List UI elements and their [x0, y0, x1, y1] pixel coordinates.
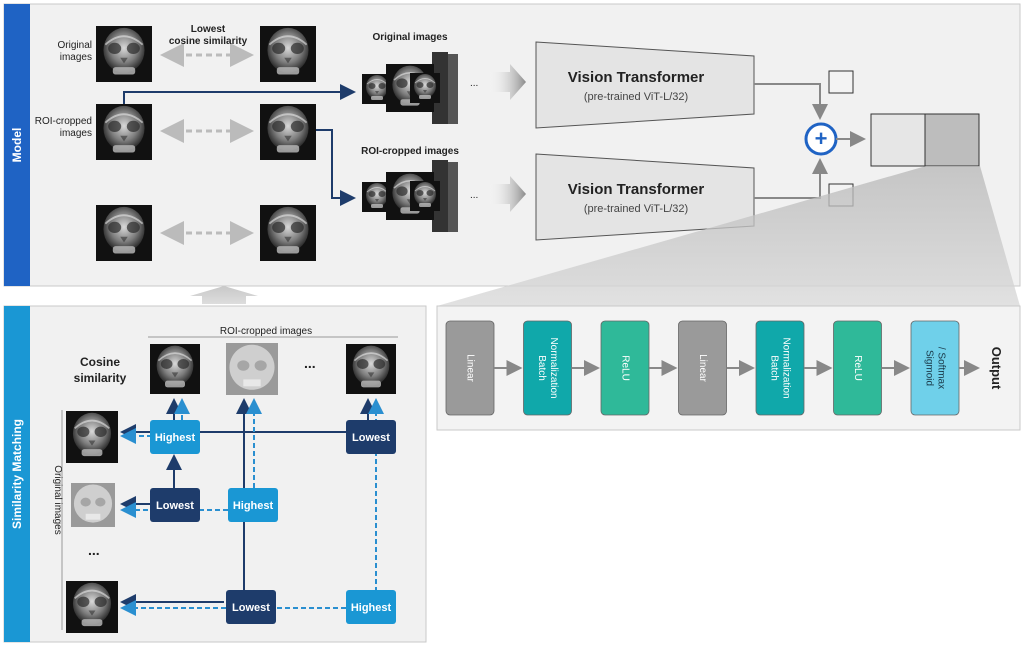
original-image-stack [362, 52, 458, 124]
matching-roi-3 [346, 343, 396, 395]
roi-to-roi-stack-arrow [316, 129, 356, 206]
embedding-top [828, 70, 854, 94]
badge-3 [150, 488, 200, 522]
roi-to-original-stack-arrow [123, 84, 356, 104]
badge-label-4: Highest [233, 500, 274, 512]
roi-cropped-line1: ROI-cropped [35, 116, 92, 127]
plus-symbol: + [815, 126, 828, 151]
zoom-beam [437, 166, 1020, 306]
concat-block-right [924, 113, 980, 167]
xray-original-2 [260, 26, 316, 82]
roi-image-stack [362, 160, 458, 232]
roi-cropped-line2: images [60, 128, 92, 139]
vision-transformer-top [535, 41, 755, 129]
mlp-layer-label-3-1: ReLU [619, 355, 630, 381]
vt-bottom-subtitle: (pre-trained ViT-L/32) [584, 203, 688, 215]
mlp-layer-label-7-1: Sigmoid [923, 350, 934, 386]
matching-side-bar [4, 306, 30, 642]
xray-roi-1 [96, 104, 152, 160]
stack-ellipsis-bottom: ... [470, 190, 478, 201]
lowest-sim-line2: cosine similarity [169, 36, 248, 47]
mlp-layer-label-5-2: Normalization [780, 337, 791, 398]
matching-original-ellipsis: ... [88, 542, 100, 558]
vt-top-subtitle: (pre-trained ViT-L/32) [584, 91, 688, 103]
original-images-line2: images [60, 52, 92, 63]
badge-1 [150, 420, 200, 454]
matching-roi-label: ROI-cropped images [220, 326, 312, 337]
original-images-line1: Original [58, 40, 92, 51]
matching-roi-ellipsis: ... [304, 355, 316, 371]
mlp-layer-label-2-2: Normalization [548, 337, 559, 398]
badge-label-3: Lowest [156, 500, 194, 512]
output-label: Output [989, 347, 1004, 390]
badge-label-2: Lowest [352, 432, 390, 444]
badge-4 [228, 488, 278, 522]
badge-5 [226, 590, 276, 624]
matching-side-label: Similarity Matching [10, 419, 24, 529]
matching-original-3 [66, 581, 118, 633]
cosine-label-line2: similarity [74, 371, 127, 385]
stack-to-vt-arrow-top [488, 64, 526, 100]
matching-original-images-label: Original images [52, 465, 63, 534]
stack-original-label: Original images [372, 32, 447, 43]
mlp-layer-label-1-1: Linear [464, 354, 475, 382]
badge-label-6: Highest [351, 602, 392, 614]
cosine-label-line1: Cosine [80, 355, 120, 369]
badge-6 [346, 590, 396, 624]
matching-roi-1 [150, 343, 200, 395]
matching-roi-2 [226, 343, 278, 395]
mlp-layer-label-5-1: Batch [768, 355, 779, 381]
stack-roi-label: ROI-cropped images [361, 146, 459, 157]
vt-top-title: Vision Transformer [568, 69, 705, 86]
xray-original-1 [96, 26, 152, 82]
mlp-layer-label-2-1: Batch [536, 355, 547, 381]
badge-2 [346, 420, 396, 454]
mlp-layer-label-6-1: ReLU [852, 355, 863, 381]
matching-original-1 [66, 411, 118, 463]
lowest-sim-line1: Lowest [191, 24, 226, 35]
xray-other-2 [260, 205, 316, 261]
stack-to-vt-arrow-bottom [488, 176, 526, 212]
vt-bottom-title: Vision Transformer [568, 181, 705, 198]
model-side-bar [4, 4, 30, 286]
concat-block-left [870, 113, 926, 167]
mlp-layer-label-4-1: Linear [697, 354, 708, 382]
matching-original-2 [71, 483, 115, 527]
model-side-label: Model [10, 128, 24, 163]
mlp-layer-label-7-2: / Softmax [935, 347, 946, 389]
matching-to-model-arrow [190, 286, 258, 304]
vt-top-to-sum-arrow [754, 83, 828, 120]
badge-label-1: Highest [155, 432, 196, 444]
badge-label-5: Lowest [232, 602, 270, 614]
xray-roi-2 [260, 104, 316, 160]
stack-ellipsis-top: ... [470, 78, 478, 89]
xray-other-1 [96, 205, 152, 261]
